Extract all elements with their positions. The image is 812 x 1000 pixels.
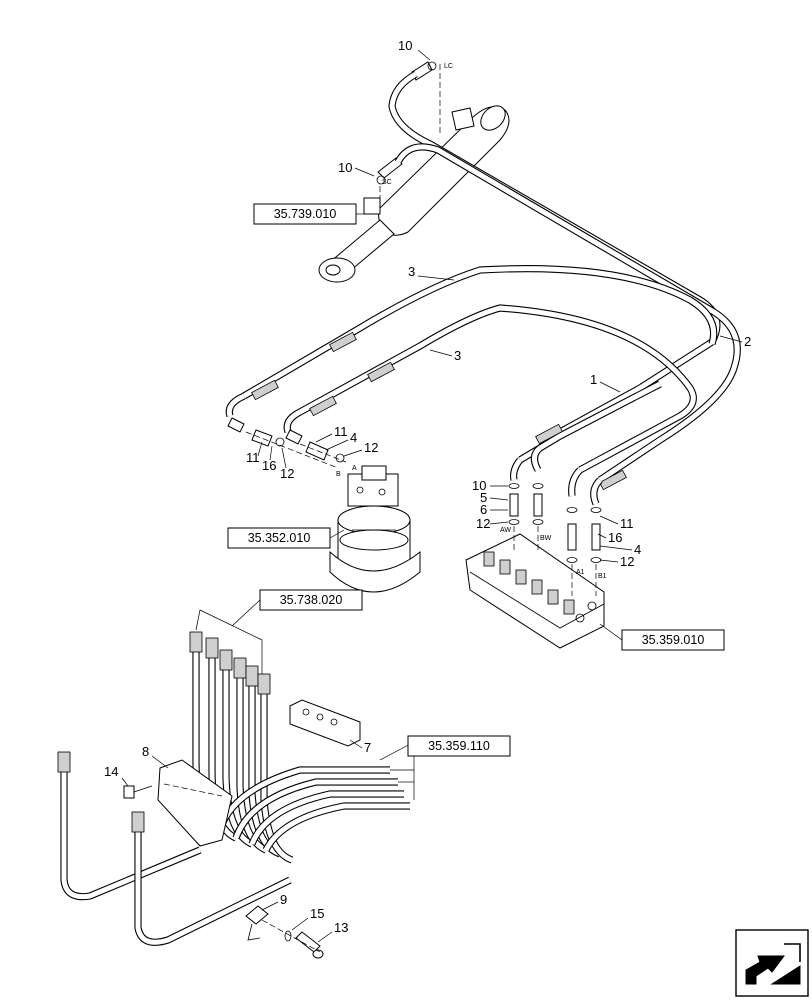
ref-box-boom-cylinder[interactable]: 35.739.010 xyxy=(253,203,368,225)
callout-3: 3 xyxy=(454,348,461,363)
valve-fittings-right xyxy=(566,467,603,596)
callout-10: 10 xyxy=(398,38,412,53)
ref-box-control-valve[interactable]: 35.359.010 xyxy=(599,623,725,651)
port-label-a: A xyxy=(352,465,357,472)
svg-text:35.359.110: 35.359.110 xyxy=(428,739,490,753)
lower-hose-bundle xyxy=(57,609,410,959)
callout-8: 8 xyxy=(142,744,149,759)
port-label-a1: A1 xyxy=(576,569,585,576)
port-label-aw: AW xyxy=(500,527,511,534)
callout-16: 16 xyxy=(608,530,622,545)
callout-2: 2 xyxy=(744,334,751,349)
callout-11: 11 xyxy=(334,424,348,439)
arrow-page-icon[interactable] xyxy=(735,929,809,997)
callout-16: 16 xyxy=(262,458,276,473)
callout-11: 11 xyxy=(246,450,260,465)
callout-10: 10 xyxy=(472,478,486,493)
valve-fittings-left xyxy=(508,445,544,552)
callouts: 10 10 3 3 2 1 11 16 12 11 4 12 10 5 6 12… xyxy=(104,38,751,943)
callout-11: 11 xyxy=(620,516,634,531)
port-label-sc: SC xyxy=(382,179,392,186)
svg-text:35.739.010: 35.739.010 xyxy=(274,207,337,221)
callout-4: 4 xyxy=(634,542,641,557)
hose-group-upper xyxy=(225,70,741,491)
callout-5: 5 xyxy=(480,490,487,505)
port-label-b1: B1 xyxy=(598,573,607,580)
ref-box-hose-bundle-bottom[interactable]: 35.359.110 xyxy=(407,735,511,757)
svg-text:35.738.020: 35.738.020 xyxy=(280,593,343,607)
fitting-10-top xyxy=(411,49,441,134)
callout-6: 6 xyxy=(480,502,487,517)
callout-15: 15 xyxy=(310,906,324,921)
callout-10: 10 xyxy=(338,160,352,175)
callout-9: 9 xyxy=(280,892,287,907)
callout-12: 12 xyxy=(280,466,294,481)
port-label-lc: LC xyxy=(444,63,453,70)
ref-box-hose-bundle-top[interactable]: 35.738.020 xyxy=(231,589,363,627)
callout-12: 12 xyxy=(364,440,378,455)
callout-3: 3 xyxy=(408,264,415,279)
control-valve xyxy=(465,533,605,649)
callout-1: 1 xyxy=(590,372,597,387)
port-labels: LC SC A B AW BW A1 B1 xyxy=(336,63,607,580)
boom-cylinder xyxy=(318,105,510,283)
callout-7: 7 xyxy=(364,740,371,755)
port-label-bw: BW xyxy=(540,535,552,542)
callout-12: 12 xyxy=(476,516,490,531)
ref-box-swing-motor[interactable]: 35.352.010 xyxy=(227,527,345,549)
svg-text:35.352.010: 35.352.010 xyxy=(248,531,311,545)
svg-text:35.359.010: 35.359.010 xyxy=(642,633,705,647)
callout-12: 12 xyxy=(620,554,634,569)
callout-14: 14 xyxy=(104,764,118,779)
port-label-b: B xyxy=(336,471,341,478)
callout-13: 13 xyxy=(334,920,348,935)
fitting-10-mid xyxy=(354,157,403,200)
swing-port-fittings xyxy=(227,417,347,469)
swing-motor xyxy=(329,465,421,593)
callout-4: 4 xyxy=(350,430,357,445)
